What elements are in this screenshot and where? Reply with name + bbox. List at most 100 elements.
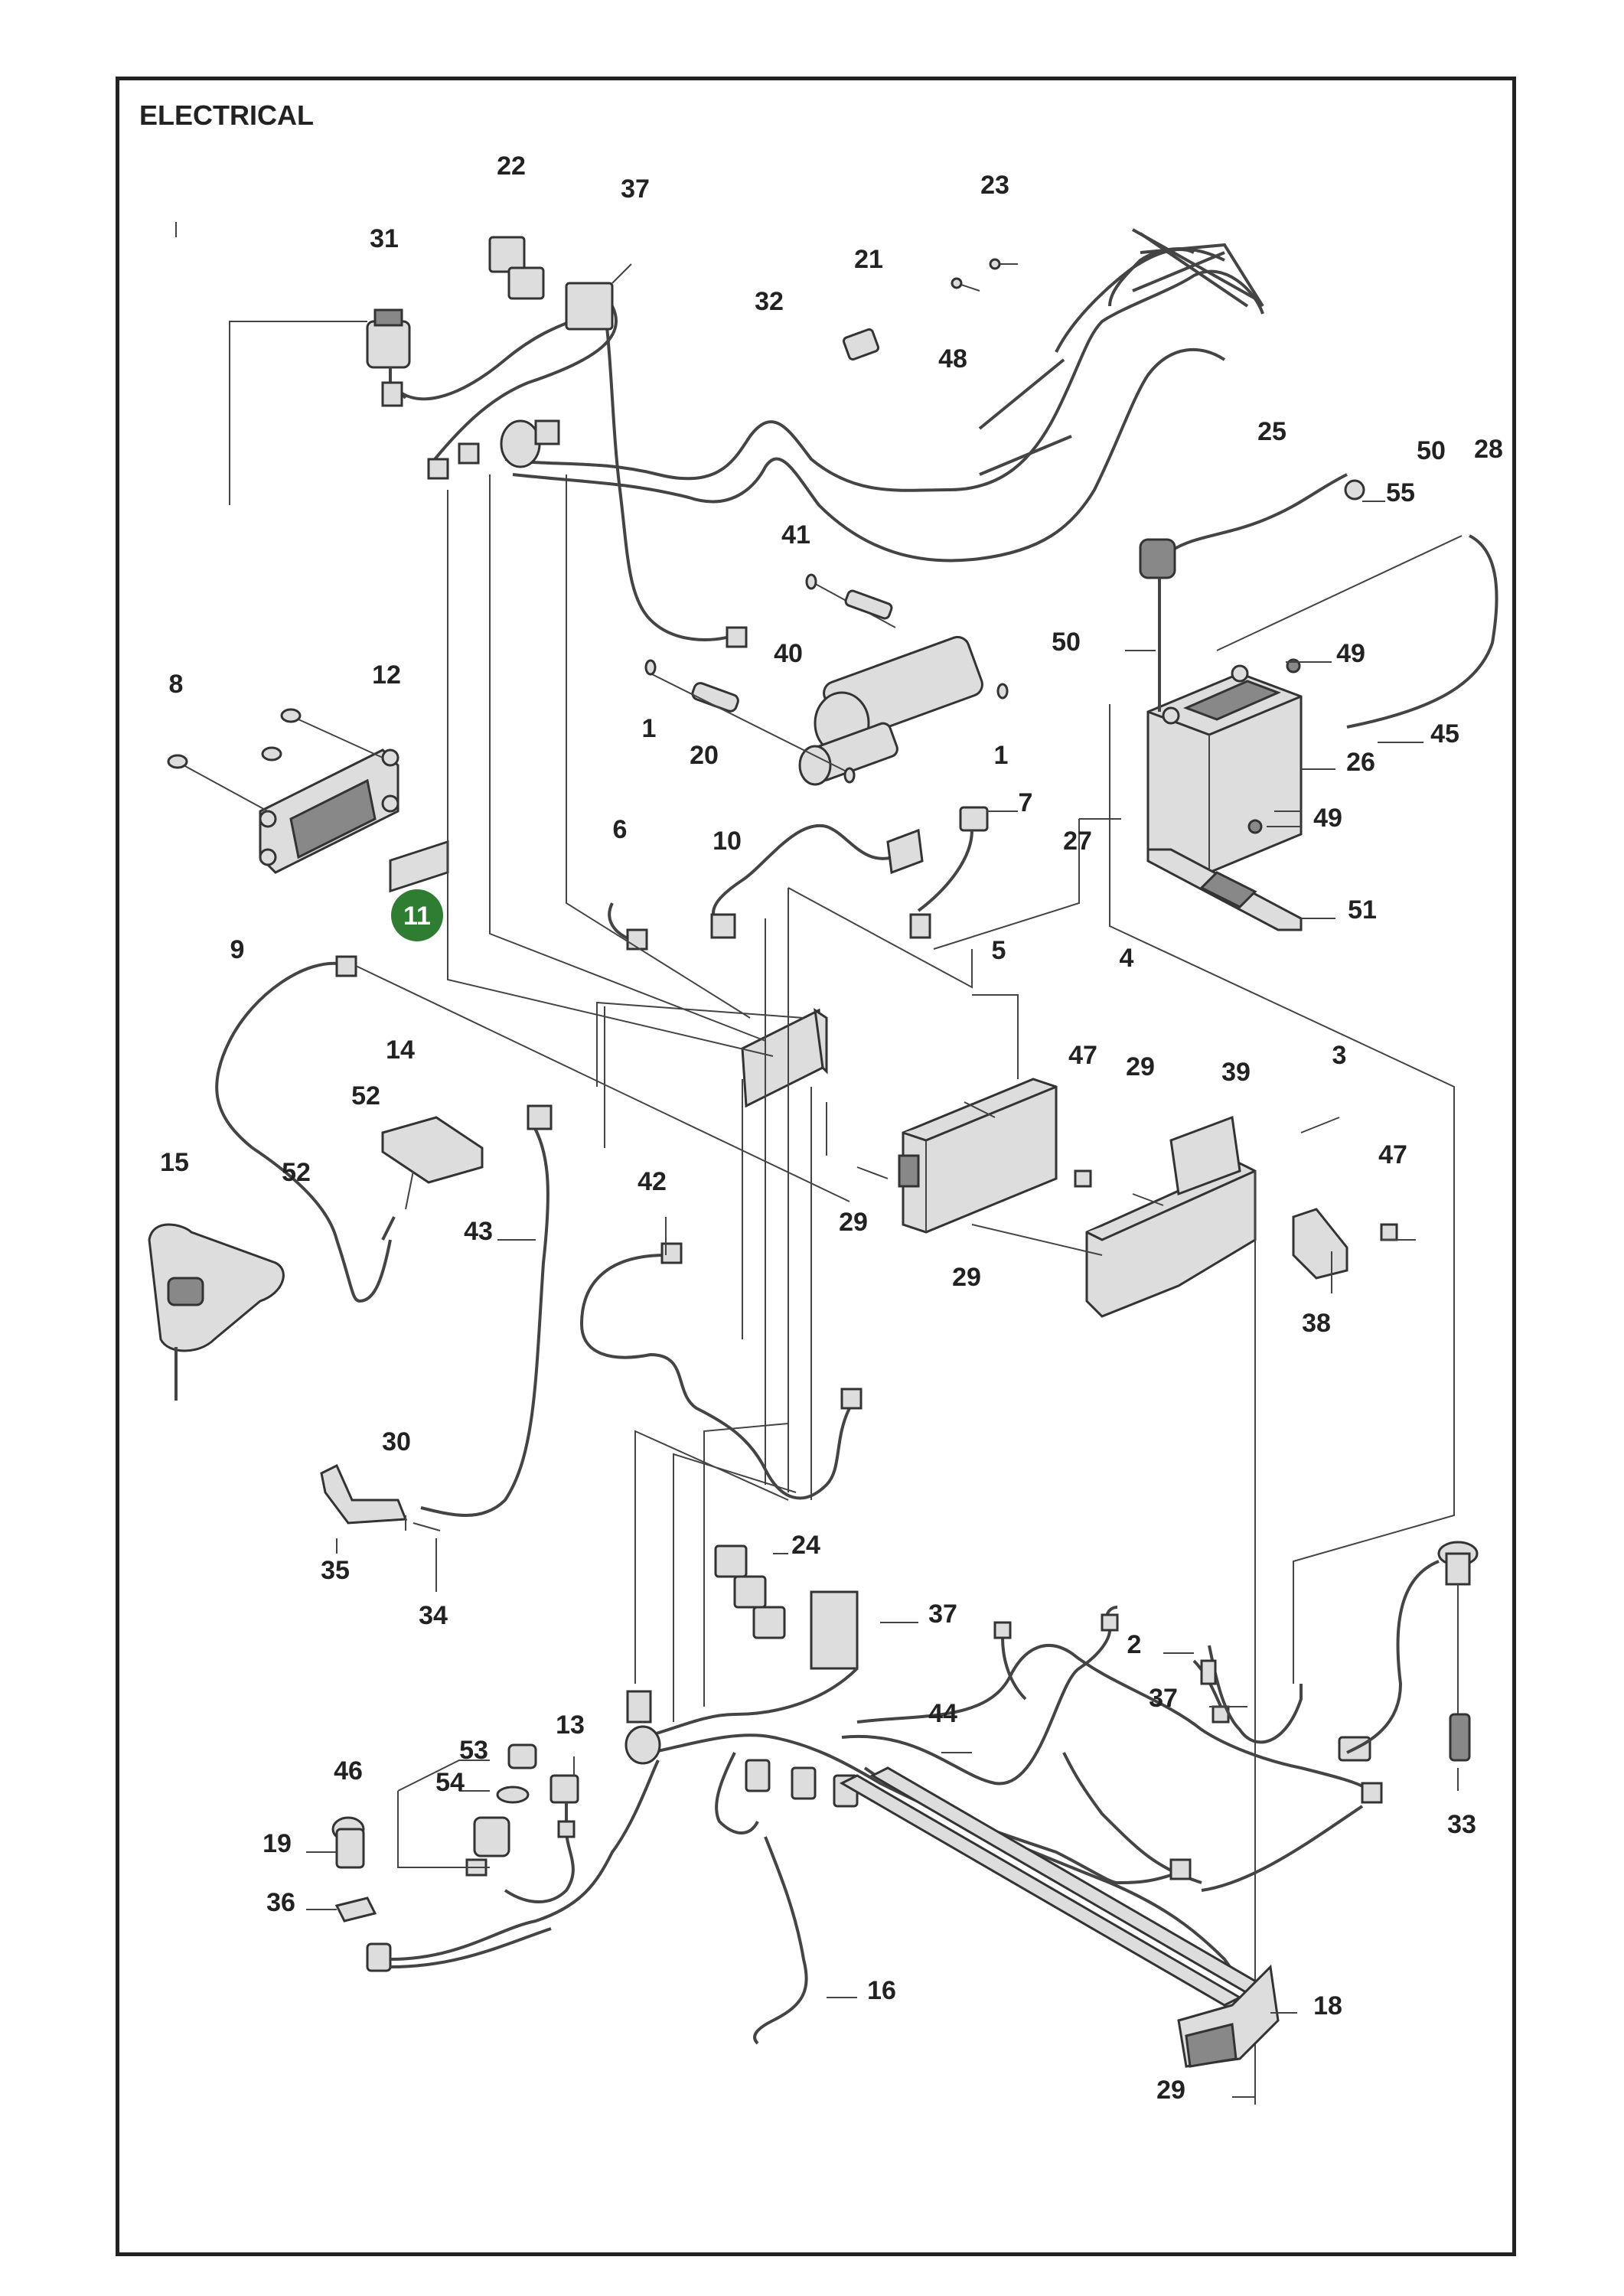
module-12 bbox=[167, 708, 399, 874]
callout-24[interactable]: 24 bbox=[791, 1531, 820, 1560]
key-switch-46 bbox=[473, 1743, 537, 1857]
callout-37[interactable]: 37 bbox=[621, 174, 650, 204]
battery-26 bbox=[1146, 664, 1303, 874]
callout-46[interactable]: 46 bbox=[334, 1756, 363, 1786]
part-21-fuse bbox=[842, 328, 880, 361]
callout-31[interactable]: 31 bbox=[370, 224, 399, 253]
callout-10[interactable]: 10 bbox=[713, 827, 742, 856]
fuse-2 bbox=[1200, 1645, 1303, 1744]
callout-49[interactable]: 49 bbox=[1336, 639, 1365, 668]
callout-37[interactable]: 37 bbox=[928, 1600, 957, 1629]
callout-47[interactable]: 47 bbox=[1068, 1041, 1097, 1070]
callout-54[interactable]: 54 bbox=[435, 1768, 465, 1797]
callout-39[interactable]: 39 bbox=[1221, 1058, 1251, 1087]
callout-51[interactable]: 51 bbox=[1348, 895, 1377, 925]
pin-20 bbox=[644, 573, 1009, 784]
battery-cables bbox=[1139, 473, 1498, 834]
callout-25[interactable]: 25 bbox=[1257, 417, 1286, 446]
callout-20[interactable]: 20 bbox=[690, 741, 719, 770]
callout-40[interactable]: 40 bbox=[774, 639, 803, 668]
callout-27[interactable]: 27 bbox=[1063, 827, 1092, 856]
harness-43 bbox=[420, 1104, 553, 1517]
harness-10 bbox=[710, 823, 924, 939]
harness-connectors bbox=[381, 381, 748, 648]
callout-49[interactable]: 49 bbox=[1313, 804, 1342, 833]
connector-harness-left bbox=[366, 1760, 660, 1972]
module-5 bbox=[898, 1078, 1058, 1234]
callout-35[interactable]: 35 bbox=[321, 1556, 350, 1585]
ground-strip-18 bbox=[839, 1766, 1280, 2068]
callout-21[interactable]: 21 bbox=[854, 245, 883, 274]
callout-36[interactable]: 36 bbox=[266, 1888, 295, 1917]
callout-6[interactable]: 6 bbox=[613, 815, 628, 844]
callout-14[interactable]: 14 bbox=[386, 1035, 415, 1065]
switch-13 bbox=[465, 1774, 579, 1903]
switch-7-harness-27 bbox=[909, 806, 989, 939]
callout-29[interactable]: 29 bbox=[1156, 2076, 1185, 2105]
callout-29[interactable]: 29 bbox=[952, 1263, 981, 1292]
bracket-30-35 bbox=[320, 1463, 441, 1531]
callout-4[interactable]: 4 bbox=[1120, 944, 1134, 973]
callout-52[interactable]: 52 bbox=[282, 1158, 311, 1187]
callout-11-highlight bbox=[391, 889, 443, 941]
callout-33[interactable]: 33 bbox=[1447, 1810, 1476, 1839]
harness-9 bbox=[215, 955, 850, 1303]
callout-13[interactable]: 13 bbox=[556, 1711, 585, 1740]
actuator-40 bbox=[798, 581, 983, 786]
sender-33 bbox=[1346, 1541, 1479, 1762]
callout-28[interactable]: 28 bbox=[1474, 435, 1503, 464]
callout-5[interactable]: 5 bbox=[992, 936, 1006, 965]
routing-lines bbox=[447, 475, 1455, 2105]
callout-53[interactable]: 53 bbox=[459, 1736, 488, 1765]
callout-29[interactable]: 29 bbox=[1126, 1052, 1155, 1081]
callout-44[interactable]: 44 bbox=[928, 1699, 957, 1728]
callout-3[interactable]: 3 bbox=[1332, 1041, 1347, 1070]
callout-42[interactable]: 42 bbox=[638, 1167, 667, 1196]
button-19 bbox=[331, 1816, 365, 1869]
callout-30[interactable]: 30 bbox=[382, 1427, 411, 1456]
circuit-board-5 bbox=[741, 1007, 828, 1108]
housing-15 bbox=[148, 1223, 285, 1401]
callout-50[interactable]: 50 bbox=[1417, 436, 1446, 465]
callout-8[interactable]: 8 bbox=[169, 670, 184, 699]
callout-43[interactable]: 43 bbox=[464, 1217, 493, 1246]
callout-16[interactable]: 16 bbox=[867, 1976, 896, 2005]
bezel-36 bbox=[334, 1896, 377, 1923]
switch-14 bbox=[381, 1116, 484, 1241]
leader-lines bbox=[175, 222, 1459, 2098]
callout-34[interactable]: 34 bbox=[419, 1601, 448, 1630]
harness-6 bbox=[608, 902, 648, 951]
callout-9[interactable]: 9 bbox=[230, 935, 245, 964]
callout-55[interactable]: 55 bbox=[1386, 478, 1415, 507]
harness-42 bbox=[579, 1242, 863, 1500]
callout-7[interactable]: 7 bbox=[1019, 788, 1033, 817]
callout-47[interactable]: 47 bbox=[1378, 1140, 1407, 1169]
callout-32[interactable]: 32 bbox=[755, 287, 784, 316]
diagram-title: ELECTRICAL bbox=[139, 99, 314, 131]
battery-strap-51 bbox=[1146, 848, 1303, 931]
callout-29[interactable]: 29 bbox=[839, 1208, 868, 1237]
callout-37[interactable]: 37 bbox=[1149, 1684, 1178, 1713]
callout-23[interactable]: 23 bbox=[980, 171, 1009, 200]
callout-11[interactable]: 11 bbox=[403, 902, 431, 931]
callout-52[interactable]: 52 bbox=[351, 1081, 380, 1110]
callout-19[interactable]: 19 bbox=[263, 1829, 292, 1858]
part-31-connector bbox=[366, 308, 411, 400]
callout-22[interactable]: 22 bbox=[497, 152, 526, 181]
callout-50[interactable]: 50 bbox=[1052, 628, 1081, 657]
callout-1[interactable]: 1 bbox=[994, 741, 1009, 770]
callout-45[interactable]: 45 bbox=[1430, 719, 1459, 748]
callout-38[interactable]: 38 bbox=[1302, 1309, 1331, 1338]
callout-26[interactable]: 26 bbox=[1346, 748, 1375, 777]
relay-22 bbox=[488, 236, 632, 331]
callout-1[interactable]: 1 bbox=[642, 714, 657, 743]
callout-18[interactable]: 18 bbox=[1313, 1991, 1342, 2020]
callout-2[interactable]: 2 bbox=[1127, 1630, 1142, 1659]
bracket-38 bbox=[1292, 1208, 1348, 1280]
callout-12[interactable]: 12 bbox=[372, 660, 401, 690]
callout-41[interactable]: 41 bbox=[781, 520, 810, 550]
callout-15[interactable]: 15 bbox=[160, 1148, 189, 1177]
callout-48[interactable]: 48 bbox=[938, 344, 967, 373]
part-23-screws bbox=[951, 258, 1018, 292]
